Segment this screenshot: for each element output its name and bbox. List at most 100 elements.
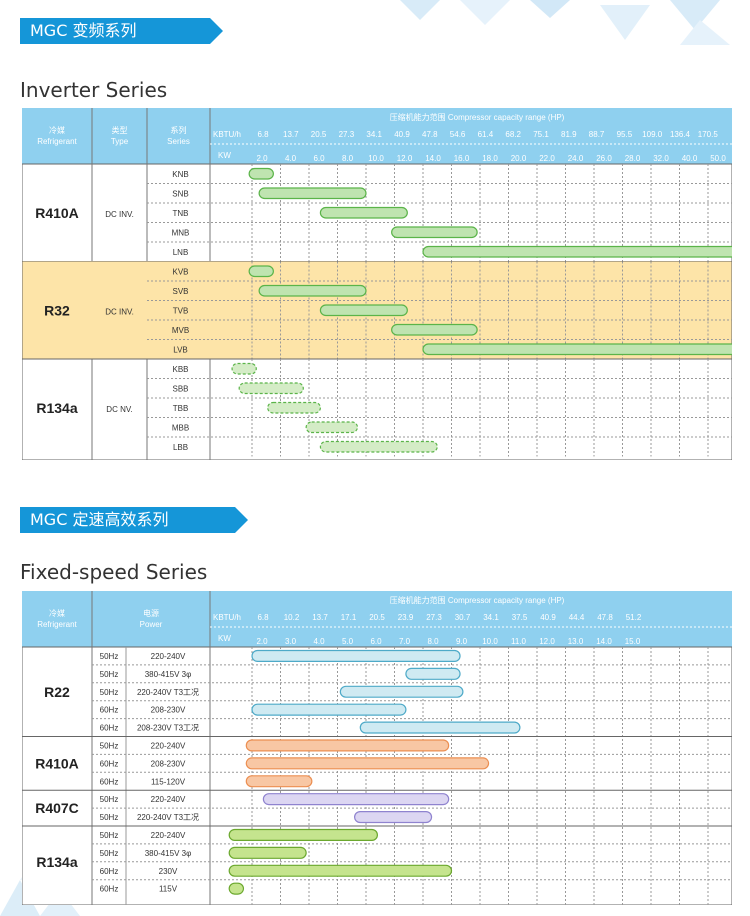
capacity-range-bar (359, 721, 521, 734)
refrigerant-header-en: Refrigerant (37, 137, 77, 146)
kbtu-tick-label: 81.9 (561, 130, 577, 139)
frequency-label: 50Hz (100, 849, 119, 858)
kbtu-tick-label: 170.5 (698, 130, 719, 139)
kw-tick-label: 10.0 (368, 154, 384, 163)
capacity-range-bar (245, 739, 450, 752)
capacity-range-bar (248, 265, 274, 278)
header-background (22, 108, 732, 164)
capacity-range-bar (339, 685, 464, 698)
kbtu-tick-label: 13.7 (283, 130, 299, 139)
frequency-label: 60Hz (100, 724, 119, 733)
kbtu-tick-label: 95.5 (617, 130, 633, 139)
frequency-label: 60Hz (100, 706, 119, 715)
refrigerant-header-cn: 冷媒 (49, 608, 65, 618)
capacity-range-bar (248, 167, 274, 180)
power-label: 220-240V T3工况 (137, 688, 199, 697)
kw-tick-label: 2.0 (256, 637, 268, 646)
capacity-range-bar (422, 343, 732, 356)
kw-tick-label: 12.0 (539, 637, 555, 646)
refrigerant-label: R134a (36, 854, 77, 870)
capacity-range-bar (262, 793, 450, 806)
series-name-label: KVB (172, 267, 188, 276)
kbtu-tick-label: 40.9 (394, 130, 410, 139)
capacity-range-bar (228, 828, 378, 841)
inverter-banner: MGC 变频系列 (20, 18, 223, 44)
kbtu-tick-label: 20.5 (311, 130, 327, 139)
kw-tick-label: 40.0 (682, 154, 698, 163)
kw-tick-label: 10.0 (482, 637, 498, 646)
kbtu-tick-label: 75.1 (533, 130, 549, 139)
capacity-range-bar (245, 757, 490, 770)
power-label: 115V (159, 885, 178, 894)
frequency-label: 50Hz (100, 688, 119, 697)
kw-tick-label: 16.0 (454, 154, 470, 163)
kw-tick-label: 24.0 (568, 154, 584, 163)
power-header-cn: 电源 (143, 608, 159, 618)
type-label: DC INV. (105, 210, 134, 219)
capacity-range-bar (258, 187, 367, 200)
power-label: 208-230V T3工况 (137, 724, 199, 733)
type-label: DC INV. (105, 307, 134, 316)
refrigerant-header-en: Refrigerant (37, 620, 77, 629)
kbtu-tick-label: 88.7 (589, 130, 605, 139)
decor-triangles-top (400, 0, 730, 45)
power-label: 380-415V 3φ (145, 670, 192, 679)
series-name-label: TVB (173, 306, 189, 315)
power-label: 208-230V (151, 706, 186, 715)
kbtu-tick-label: 20.5 (369, 613, 385, 622)
kw-tick-label: 8.0 (342, 154, 354, 163)
kbtu-tick-label: 47.8 (597, 613, 613, 622)
kw-tick-label: 50.0 (710, 154, 726, 163)
refrigerant-label: R32 (44, 302, 70, 318)
kw-tick-label: 9.0 (456, 637, 468, 646)
capacity-range-bar (231, 362, 257, 375)
type-header-en: Type (111, 137, 129, 146)
kw-tick-label: 22.0 (539, 154, 555, 163)
series-name-label: SVB (172, 287, 188, 296)
power-header-en: Power (140, 620, 163, 629)
series-header-cn: 系列 (171, 125, 187, 135)
kw-tick-label: 3.0 (285, 637, 297, 646)
kw-tick-label: 4.0 (285, 154, 297, 163)
series-name-label: MNB (172, 228, 190, 237)
kw-tick-label: 14.0 (596, 637, 612, 646)
kw-tick-label: 32.0 (653, 154, 669, 163)
capacity-range-bar (391, 226, 478, 239)
capacity-range-bar (251, 649, 461, 662)
kbtu-label: KBTU/h (213, 130, 241, 139)
kbtu-tick-label: 34.1 (483, 613, 499, 622)
kw-label: KW (218, 151, 231, 160)
kbtu-tick-label: 30.7 (455, 613, 471, 622)
series-name-label: SNB (172, 189, 188, 198)
kbtu-tick-label: 47.8 (422, 130, 438, 139)
refrigerant-label: R134a (36, 400, 77, 416)
refrigerant-label: R407C (35, 800, 79, 816)
frequency-label: 60Hz (100, 867, 119, 876)
capacity-range-bar (391, 323, 478, 336)
kbtu-tick-label: 6.8 (257, 613, 269, 622)
kw-tick-label: 6.0 (313, 154, 325, 163)
fixed-speed-banner: MGC 定速高效系列 (20, 507, 248, 533)
kw-tick-label: 11.0 (511, 637, 527, 646)
kw-tick-label: 12.0 (397, 154, 413, 163)
kw-label: KW (218, 634, 231, 643)
frequency-label: 60Hz (100, 885, 119, 894)
series-name-label: KNB (172, 170, 188, 179)
kw-tick-label: 4.0 (313, 637, 325, 646)
capacity-range-bar (267, 401, 322, 414)
kw-tick-label: 28.0 (625, 154, 641, 163)
inverter-series-title: Inverter Series (20, 78, 168, 102)
power-label: 115-120V (151, 777, 186, 786)
kw-tick-label: 13.0 (568, 637, 584, 646)
series-name-label: KBB (172, 365, 188, 374)
kbtu-tick-label: 51.2 (626, 613, 642, 622)
fixed-speed-series-title: Fixed-speed Series (20, 560, 208, 584)
header-background (22, 591, 732, 647)
capacity-range-bar (319, 206, 408, 219)
refrigerant-label: R410A (35, 755, 79, 771)
series-name-label: LBB (173, 443, 188, 452)
capacity-axis-title: 压缩机能力范围 Compressor capacity range (HP) (390, 595, 565, 605)
refrigerant-label: R22 (44, 684, 70, 700)
kbtu-tick-label: 6.8 (257, 130, 269, 139)
